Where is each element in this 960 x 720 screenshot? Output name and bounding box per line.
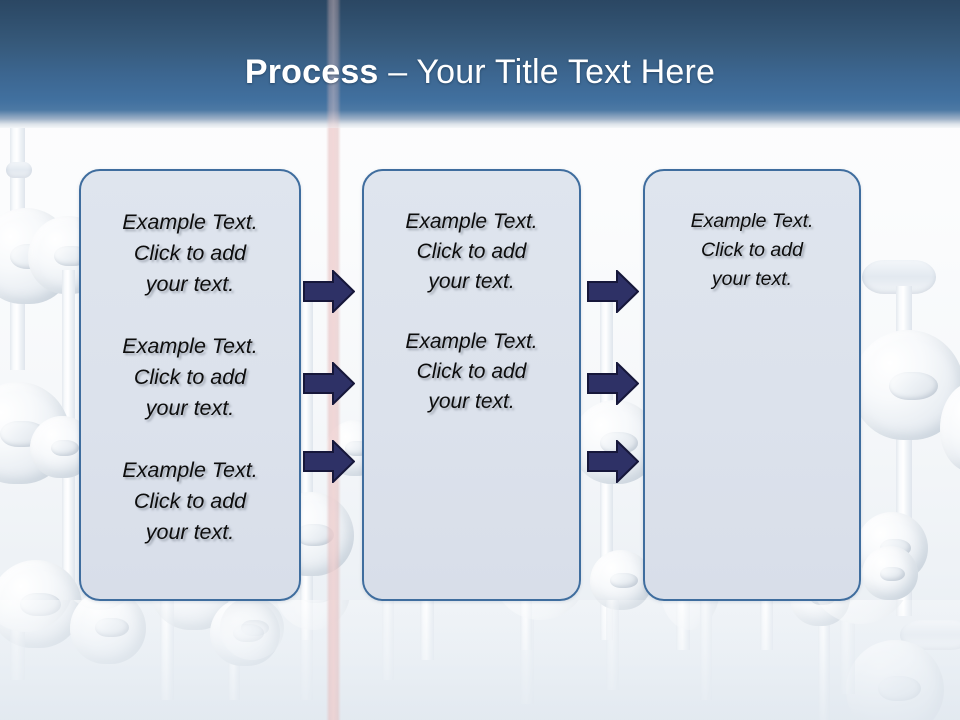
page-title: Process – Your Title Text Here	[0, 52, 960, 92]
accent-stripe	[326, 0, 341, 720]
page-title-rest: – Your Title Text Here	[378, 53, 716, 91]
process-box-2-text-1[interactable]: Example Text. Click to add your text.	[405, 210, 538, 293]
accent-stripe-header	[326, 0, 341, 128]
right-block-arrow-icon[interactable]	[303, 362, 355, 405]
right-block-arrow-icon[interactable]	[587, 270, 639, 313]
right-block-arrow-icon[interactable]	[303, 270, 355, 313]
right-block-arrow-icon[interactable]	[587, 362, 639, 405]
process-box-2-text-2[interactable]: Example Text. Click to add your text.	[405, 330, 538, 413]
right-block-arrow-icon[interactable]	[587, 440, 639, 483]
process-box-1-text-1[interactable]: Example Text. Click to add your text.	[122, 210, 258, 296]
process-box-1-text-3[interactable]: Example Text. Click to add your text.	[122, 458, 258, 544]
title-banner: Process – Your Title Text Here	[0, 0, 960, 128]
right-block-arrow-icon[interactable]	[303, 440, 355, 483]
process-box-1-text-2[interactable]: Example Text. Click to add your text.	[122, 334, 258, 420]
reflection-fade-overlay	[0, 600, 960, 720]
process-box-1[interactable]: Example Text. Click to add your text. Ex…	[79, 169, 301, 601]
process-box-3-text-1[interactable]: Example Text. Click to add your text.	[690, 210, 814, 290]
page-title-strong: Process	[244, 53, 379, 91]
process-box-3[interactable]: Example Text. Click to add your text.	[643, 169, 861, 601]
process-box-2[interactable]: Example Text. Click to add your text. Ex…	[362, 169, 581, 601]
